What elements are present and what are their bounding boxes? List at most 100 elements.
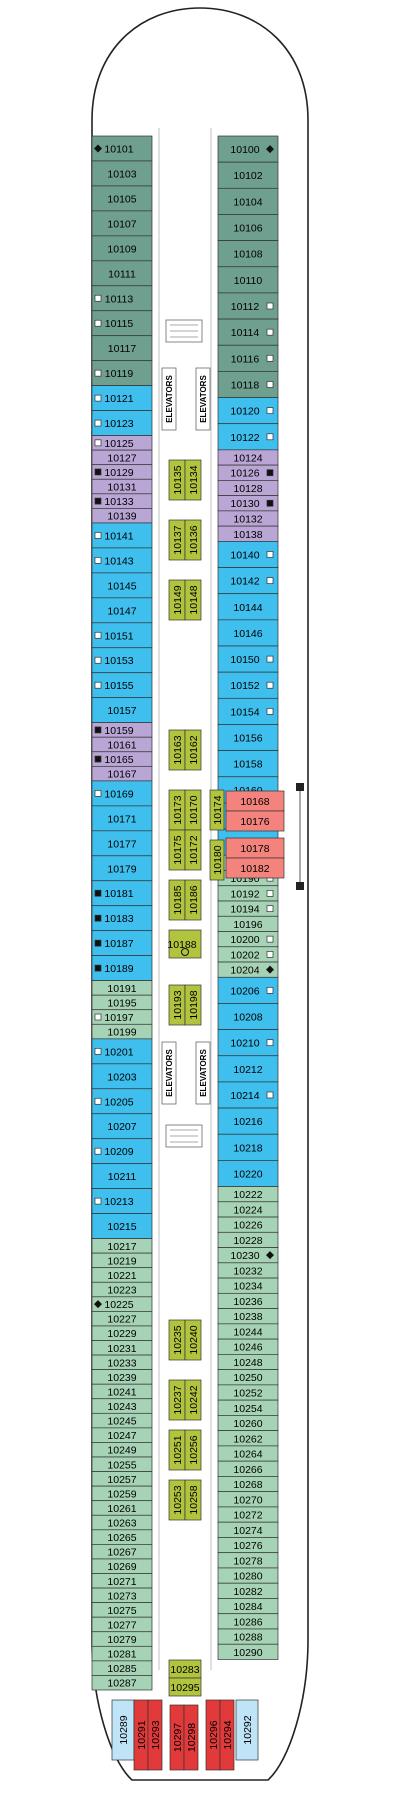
cabin-10256[interactable]: 10256 (184, 1429, 202, 1471)
cabin-10125[interactable]: 10125 (91, 435, 153, 451)
cabin-10185[interactable]: 10185 (168, 879, 186, 921)
cabin-10121[interactable]: 10121 (91, 385, 153, 411)
cabin-10285[interactable]: 10285 (91, 1660, 153, 1676)
cabin-10199[interactable]: 10199 (91, 1023, 153, 1040)
cabin-10291[interactable]: 10291 (133, 1699, 149, 1771)
cabin-10100[interactable]: 10100 (217, 135, 279, 163)
cabin-10188[interactable]: 10188 (167, 929, 202, 959)
cabin-10250[interactable]: 10250 (217, 1369, 279, 1386)
cabin-10205[interactable]: 10205 (91, 1088, 153, 1115)
cabin-10231[interactable]: 10231 (91, 1340, 153, 1356)
cabin-10235[interactable]: 10235 (168, 1319, 186, 1361)
cabin-10105[interactable]: 10105 (91, 185, 153, 212)
cabin-10134[interactable]: 10134 (184, 459, 202, 501)
cabin-10159[interactable]: 10159 (91, 722, 153, 738)
cabin-10171[interactable]: 10171 (91, 805, 153, 832)
cabin-10289[interactable]: 10289 (111, 1699, 135, 1761)
cabin-10177[interactable]: 10177 (91, 830, 153, 857)
cabin-10181[interactable]: 10181 (91, 880, 153, 907)
cabin-10276[interactable]: 10276 (217, 1537, 279, 1554)
cabin-10287[interactable]: 10287 (91, 1675, 153, 1691)
cabin-10196[interactable]: 10196 (217, 915, 279, 932)
cabin-10242[interactable]: 10242 (184, 1379, 202, 1421)
cabin-10179[interactable]: 10179 (91, 855, 153, 882)
cabin-10132[interactable]: 10132 (217, 510, 279, 527)
cabin-10180[interactable]: 10180 (209, 839, 225, 881)
cabin-10195[interactable]: 10195 (91, 994, 153, 1011)
cabin-10169[interactable]: 10169 (91, 780, 153, 807)
cabin-10222[interactable]: 10222 (217, 1186, 279, 1203)
cabin-10128[interactable]: 10128 (217, 480, 279, 496)
cabin-10148[interactable]: 10148 (184, 579, 202, 621)
cabin-10243[interactable]: 10243 (91, 1398, 153, 1414)
cabin-10270[interactable]: 10270 (217, 1491, 279, 1508)
cabin-10201[interactable]: 10201 (91, 1038, 153, 1065)
cabin-10122[interactable]: 10122 (217, 423, 279, 451)
cabin-10252[interactable]: 10252 (217, 1384, 279, 1401)
cabin-10152[interactable]: 10152 (217, 671, 279, 699)
cabin-10249[interactable]: 10249 (91, 1442, 153, 1458)
cabin-10290[interactable]: 10290 (217, 1643, 279, 1660)
cabin-10149[interactable]: 10149 (168, 579, 186, 621)
cabin-10124[interactable]: 10124 (217, 449, 279, 466)
cabin-10130[interactable]: 10130 (217, 495, 279, 512)
cabin-10145[interactable]: 10145 (91, 572, 153, 599)
cabin-10157[interactable]: 10157 (91, 697, 153, 724)
cabin-10102[interactable]: 10102 (217, 161, 279, 189)
cabin-10137[interactable]: 10137 (168, 519, 186, 561)
cabin-10150[interactable]: 10150 (217, 645, 279, 673)
cabin-10247[interactable]: 10247 (91, 1427, 153, 1443)
cabin-10154[interactable]: 10154 (217, 697, 279, 725)
cabin-10269[interactable]: 10269 (91, 1558, 153, 1574)
cabin-10183[interactable]: 10183 (91, 905, 153, 932)
cabin-10271[interactable]: 10271 (91, 1573, 153, 1589)
cabin-10186[interactable]: 10186 (184, 879, 202, 921)
cabin-10216[interactable]: 10216 (217, 1107, 279, 1135)
cabin-10261[interactable]: 10261 (91, 1500, 153, 1516)
cabin-10104[interactable]: 10104 (217, 187, 279, 215)
cabin-10131[interactable]: 10131 (91, 478, 153, 495)
cabin-10282[interactable]: 10282 (217, 1582, 279, 1599)
cabin-10240[interactable]: 10240 (184, 1319, 202, 1361)
cabin-10281[interactable]: 10281 (91, 1645, 153, 1662)
cabin-10227[interactable]: 10227 (91, 1311, 153, 1327)
cabin-10142[interactable]: 10142 (217, 567, 279, 595)
cabin-10187[interactable]: 10187 (91, 930, 153, 956)
cabin-10147[interactable]: 10147 (91, 597, 153, 624)
cabin-10153[interactable]: 10153 (91, 647, 153, 674)
cabin-10103[interactable]: 10103 (91, 160, 153, 187)
cabin-10294[interactable]: 10294 (219, 1699, 235, 1771)
cabin-10110[interactable]: 10110 (217, 266, 279, 294)
cabin-10236[interactable]: 10236 (217, 1292, 279, 1309)
cabin-10246[interactable]: 10246 (217, 1338, 279, 1355)
cabin-10175[interactable]: 10175 (168, 829, 186, 871)
cabin-10194[interactable]: 10194 (217, 900, 279, 917)
cabin-10119[interactable]: 10119 (91, 360, 153, 386)
cabin-10204[interactable]: 10204 (217, 961, 279, 978)
cabin-10219[interactable]: 10219 (91, 1252, 153, 1269)
cabin-10220[interactable]: 10220 (217, 1160, 279, 1187)
cabin-10255[interactable]: 10255 (91, 1456, 153, 1472)
cabin-10151[interactable]: 10151 (91, 622, 153, 649)
cabin-10118[interactable]: 10118 (217, 371, 279, 398)
cabin-10268[interactable]: 10268 (217, 1476, 279, 1493)
cabin-10172[interactable]: 10172 (184, 829, 202, 871)
cabin-10228[interactable]: 10228 (217, 1231, 279, 1248)
cabin-10218[interactable]: 10218 (217, 1133, 279, 1161)
cabin-10297[interactable]: 10297 (169, 1704, 185, 1771)
cabin-10232[interactable]: 10232 (217, 1262, 279, 1279)
cabin-10265[interactable]: 10265 (91, 1529, 153, 1545)
cabin-10278[interactable]: 10278 (217, 1552, 279, 1569)
cabin-10101[interactable]: 10101 (91, 135, 153, 162)
cabin-10182[interactable]: 10182 (225, 857, 285, 879)
cabin-10229[interactable]: 10229 (91, 1325, 153, 1341)
cabin-10208[interactable]: 10208 (217, 1003, 279, 1030)
cabin-10295[interactable]: 10295 (168, 1677, 202, 1697)
cabin-10123[interactable]: 10123 (91, 410, 153, 436)
cabin-10120[interactable]: 10120 (217, 397, 279, 425)
cabin-10140[interactable]: 10140 (217, 541, 279, 568)
cabin-10192[interactable]: 10192 (217, 885, 279, 902)
cabin-10279[interactable]: 10279 (91, 1631, 153, 1647)
cabin-10167[interactable]: 10167 (91, 765, 153, 782)
cabin-10133[interactable]: 10133 (91, 493, 153, 509)
